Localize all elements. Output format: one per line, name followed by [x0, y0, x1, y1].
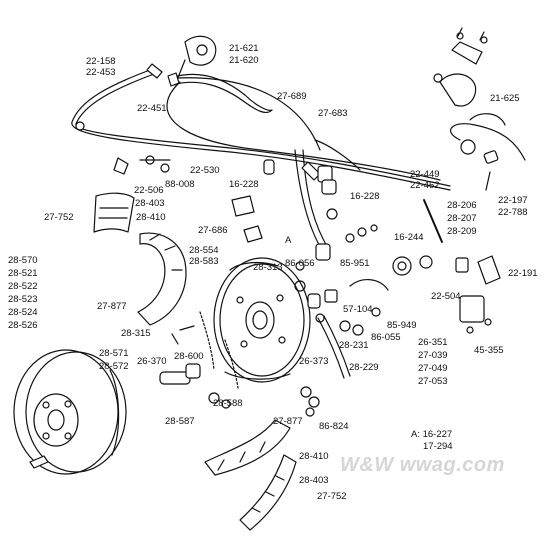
- label-28-231: 28-231: [339, 340, 369, 351]
- label-27-752-bottom: 27-752: [317, 491, 347, 502]
- label-88-008: 88-008: [165, 179, 195, 190]
- label-22-788: 22-788: [498, 207, 528, 218]
- label-27-053: 27-053: [418, 376, 448, 387]
- label-22-449: 22-449: [410, 169, 440, 180]
- label-28-523: 28-523: [8, 294, 38, 305]
- label-22-158: 22-158: [86, 56, 116, 67]
- label-a-16-227: A: 16-227: [411, 429, 453, 440]
- label-27-683: 27-683: [318, 108, 348, 119]
- label-21-621: 21-621: [229, 43, 259, 54]
- label-45-355: 45-355: [474, 345, 504, 356]
- label-22-451: 22-451: [137, 103, 167, 114]
- label-27-049: 27-049: [418, 363, 448, 374]
- label-28-524: 28-524: [8, 307, 38, 318]
- label-22-506: 22-506: [134, 185, 164, 196]
- label-28-403-bottom: 28-403: [299, 475, 329, 486]
- label-28-571: 28-571: [99, 348, 129, 359]
- label-22-504: 22-504: [431, 291, 461, 302]
- label-28-209: 28-209: [447, 226, 477, 237]
- label-27-686: 27-686: [198, 225, 228, 236]
- label-28-206: 28-206: [447, 200, 477, 211]
- lower-brake-shoe: [204, 419, 297, 531]
- label-22-191: 22-191: [508, 268, 538, 279]
- label-86-824: 86-824: [319, 421, 349, 432]
- label-28-587: 28-587: [165, 416, 195, 427]
- label-28-403-top: 28-403: [135, 198, 165, 209]
- label-26-351: 26-351: [418, 337, 448, 348]
- label-28-229: 28-229: [349, 362, 379, 373]
- label-27-039: 27-039: [418, 350, 448, 361]
- label-86-055: 86-055: [371, 332, 401, 343]
- left-hand-lever: [167, 35, 273, 114]
- watermark: W&W wwag.com: [340, 454, 505, 476]
- label-22-530: 22-530: [190, 165, 220, 176]
- backing-plate: [213, 257, 311, 383]
- label-22-452: 22-452: [410, 180, 440, 191]
- label-85-949: 85-949: [387, 320, 417, 331]
- label-86-056: 86-056: [285, 258, 315, 269]
- right-hand-lever: [433, 27, 526, 191]
- label-28-315: 28-315: [121, 328, 151, 339]
- label-28-526: 28-526: [8, 320, 38, 331]
- small-hardware: [159, 159, 501, 417]
- label-27-689: 27-689: [277, 91, 307, 102]
- label-85-951: 85-951: [340, 258, 370, 269]
- label-26-370: 26-370: [137, 356, 167, 367]
- label-a-marker: A: [285, 235, 292, 246]
- label-28-207: 28-207: [447, 213, 477, 224]
- label-22-197: 22-197: [498, 195, 528, 206]
- label-22-453: 22-453: [86, 67, 116, 78]
- label-27-877-bottom: 27-877: [273, 416, 303, 427]
- label-17-294: 17-294: [423, 441, 453, 452]
- label-28-600: 28-600: [174, 351, 204, 362]
- label-16-228-right: 16-228: [350, 191, 380, 202]
- label-28-588: 28-588: [213, 398, 243, 409]
- upper-brake-shoe: [93, 155, 187, 326]
- label-16-244: 16-244: [394, 232, 424, 243]
- label-28-572: 28-572: [99, 361, 129, 372]
- label-28-410-top: 28-410: [136, 212, 166, 223]
- brake-drum: [13, 349, 127, 475]
- label-28-570: 28-570: [8, 255, 38, 266]
- label-26-373: 26-373: [299, 356, 329, 367]
- label-28-410-bottom: 28-410: [299, 451, 329, 462]
- brake-cam-lever: [294, 149, 351, 379]
- label-16-228-left: 16-228: [229, 179, 259, 190]
- label-27-752-top: 27-752: [44, 212, 74, 223]
- brake-cable-assembly: [71, 63, 451, 191]
- label-21-620: 21-620: [229, 55, 259, 66]
- label-28-554: 28-554: [189, 245, 219, 256]
- label-27-877-top: 27-877: [97, 301, 127, 312]
- label-28-522: 28-522: [8, 281, 38, 292]
- label-57-104: 57-104: [343, 304, 373, 315]
- label-28-583: 28-583: [189, 256, 219, 267]
- label-21-625: 21-625: [490, 93, 520, 104]
- label-28-521: 28-521: [8, 268, 38, 279]
- label-28-313: 28-313: [253, 262, 283, 273]
